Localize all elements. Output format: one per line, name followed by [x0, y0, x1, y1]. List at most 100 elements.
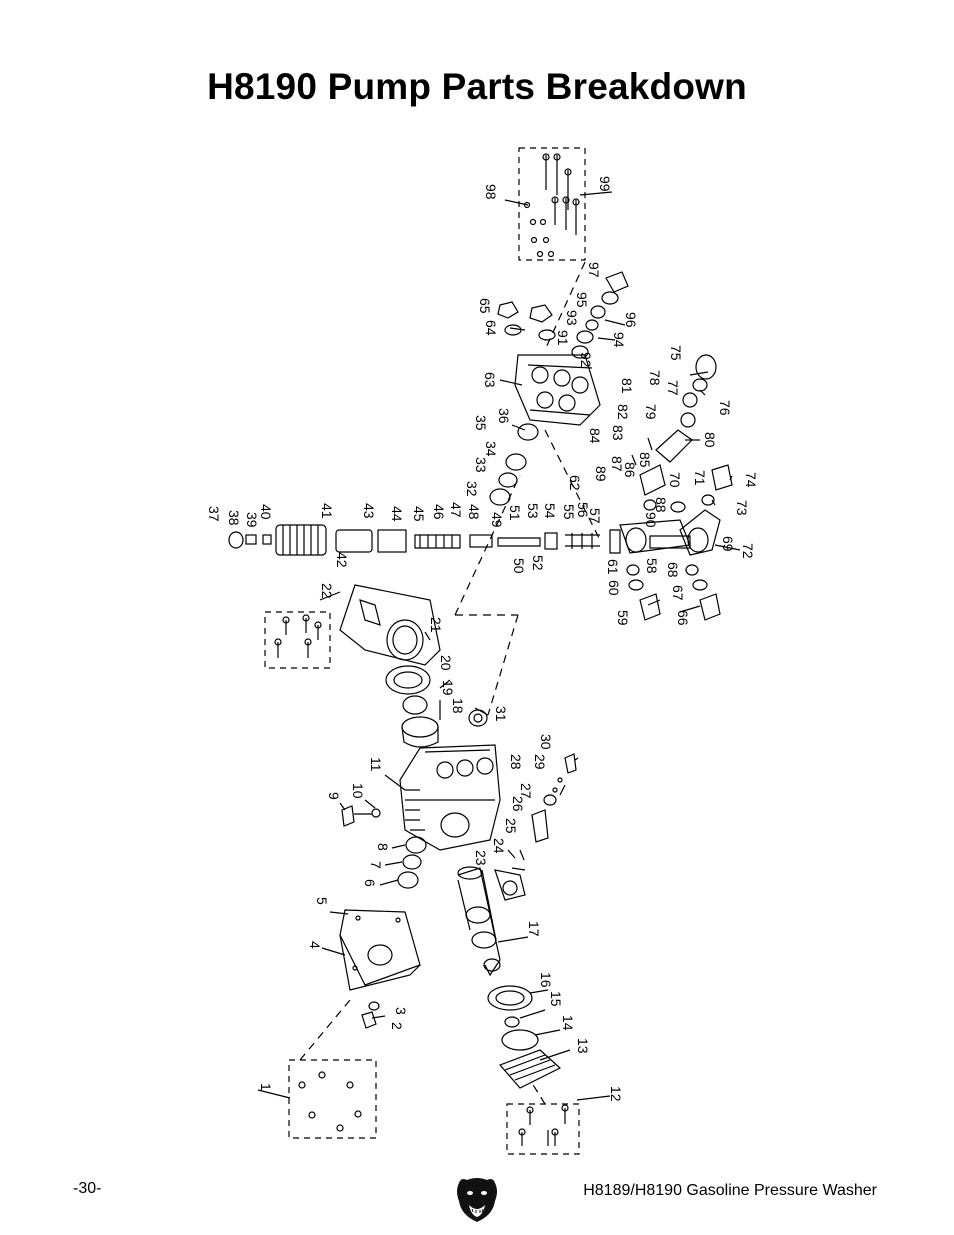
part-label: 75 — [668, 345, 684, 361]
part-label: 38 — [226, 510, 242, 526]
part-label: 23 — [473, 850, 489, 866]
bolt-box-bottom-left — [288, 1059, 377, 1139]
part-label: 46 — [431, 504, 447, 520]
part-label: 98 — [483, 184, 499, 200]
part-label: 47 — [448, 502, 464, 518]
part-label: 72 — [740, 543, 756, 559]
part-label: 85 — [637, 452, 653, 468]
part-label: 87 — [609, 456, 625, 472]
crankcase-11 — [399, 744, 501, 851]
part-label: 28 — [508, 754, 524, 770]
part-label: 92 — [578, 352, 594, 368]
connecting-rod-23-24 — [494, 849, 526, 901]
plunger-25-30 — [531, 753, 577, 843]
part-label: 60 — [606, 580, 622, 596]
part-label: 69 — [720, 536, 736, 552]
part-label: 82 — [615, 404, 631, 420]
part-label: 64 — [483, 320, 499, 336]
part-label: 40 — [258, 504, 274, 520]
part-label: 68 — [665, 562, 681, 578]
part-label: 21 — [428, 617, 444, 633]
part-label: 25 — [503, 818, 519, 834]
part-label: 7 — [368, 861, 384, 869]
part-label: 51 — [507, 505, 523, 521]
part-label: 42 — [334, 552, 350, 568]
part-label: 53 — [525, 503, 541, 519]
part-label: 1 — [258, 1083, 274, 1091]
part-label: 93 — [564, 310, 580, 326]
bolt-box-top — [518, 147, 586, 261]
part-label: 97 — [586, 262, 602, 278]
part-label: 61 — [605, 559, 621, 575]
part-label: 52 — [530, 555, 546, 571]
plugs-64-65 — [497, 301, 556, 341]
part-label: 16 — [538, 972, 554, 988]
part-label: 13 — [575, 1038, 591, 1054]
part-label: 95 — [574, 292, 590, 308]
part-label: 5 — [314, 897, 330, 905]
part-label: 67 — [670, 585, 686, 601]
part-label: 15 — [548, 991, 564, 1007]
part-label: 20 — [438, 655, 454, 671]
seals-18-20 — [385, 665, 488, 748]
part-label: 84 — [587, 428, 603, 444]
part-label: 74 — [743, 472, 759, 488]
part-label: 58 — [644, 558, 660, 574]
part-label: 79 — [643, 404, 659, 420]
part-label: 57 — [587, 508, 603, 524]
part-label: 30 — [538, 734, 554, 750]
bearing-14-16 — [487, 985, 539, 1051]
flange-bolts — [274, 614, 322, 658]
part-label: 76 — [717, 400, 733, 416]
side-cover-13 — [498, 1049, 562, 1089]
seals-33-36 — [489, 423, 539, 506]
head-bolts — [523, 153, 580, 258]
part-label: 45 — [411, 506, 427, 522]
part-label: 66 — [675, 610, 691, 626]
part-label: 44 — [389, 506, 405, 522]
part-label: 17 — [526, 921, 542, 937]
part-label: 94 — [611, 332, 627, 348]
rear-cover-4-5 — [339, 909, 421, 991]
part-label: 62 — [567, 475, 583, 491]
seals-6-8 — [397, 836, 427, 889]
part-label: 90 — [643, 512, 659, 528]
part-label: 83 — [610, 425, 626, 441]
unloader-assembly — [619, 354, 733, 621]
part-label: 86 — [622, 462, 638, 478]
bolt-box-middle — [264, 611, 331, 669]
bolt-box-bottom-right — [506, 1103, 580, 1155]
part-label: 63 — [482, 372, 498, 388]
part-label: 37 — [206, 506, 222, 522]
part-label: 55 — [561, 504, 577, 520]
part-label: 18 — [450, 698, 466, 714]
part-label: 73 — [734, 500, 750, 516]
part-label: 31 — [493, 706, 509, 722]
part-label: 70 — [667, 472, 683, 488]
part-label: 54 — [542, 503, 558, 519]
part-number-labels: 1 2 3 4 5 6 7 8 9 10 11 12 13 14 15 16 1… — [206, 176, 759, 1102]
piston-assembly — [228, 524, 621, 556]
part-label: 78 — [647, 370, 663, 386]
part-label: 11 — [368, 757, 384, 772]
part-label: 29 — [532, 754, 548, 770]
part-label: 32 — [464, 481, 480, 497]
part-label: 10 — [350, 783, 366, 799]
part-label: 88 — [653, 497, 669, 513]
crankshaft-17 — [457, 866, 501, 977]
plug-2-3 — [361, 1001, 380, 1029]
crankcase-flange-21 — [339, 584, 441, 666]
part-label: 99 — [597, 176, 613, 192]
part-label: 49 — [489, 512, 505, 528]
part-label: 22 — [319, 583, 335, 599]
manifold-63 — [514, 354, 601, 426]
page-number: -30- — [73, 1180, 102, 1197]
part-label: 8 — [375, 843, 391, 851]
part-label: 2 — [389, 1022, 405, 1030]
part-label: 19 — [440, 680, 456, 696]
part-label: 41 — [319, 503, 335, 519]
part-label: 71 — [692, 470, 708, 486]
part-label: 96 — [623, 312, 639, 328]
part-label: 77 — [665, 380, 681, 396]
